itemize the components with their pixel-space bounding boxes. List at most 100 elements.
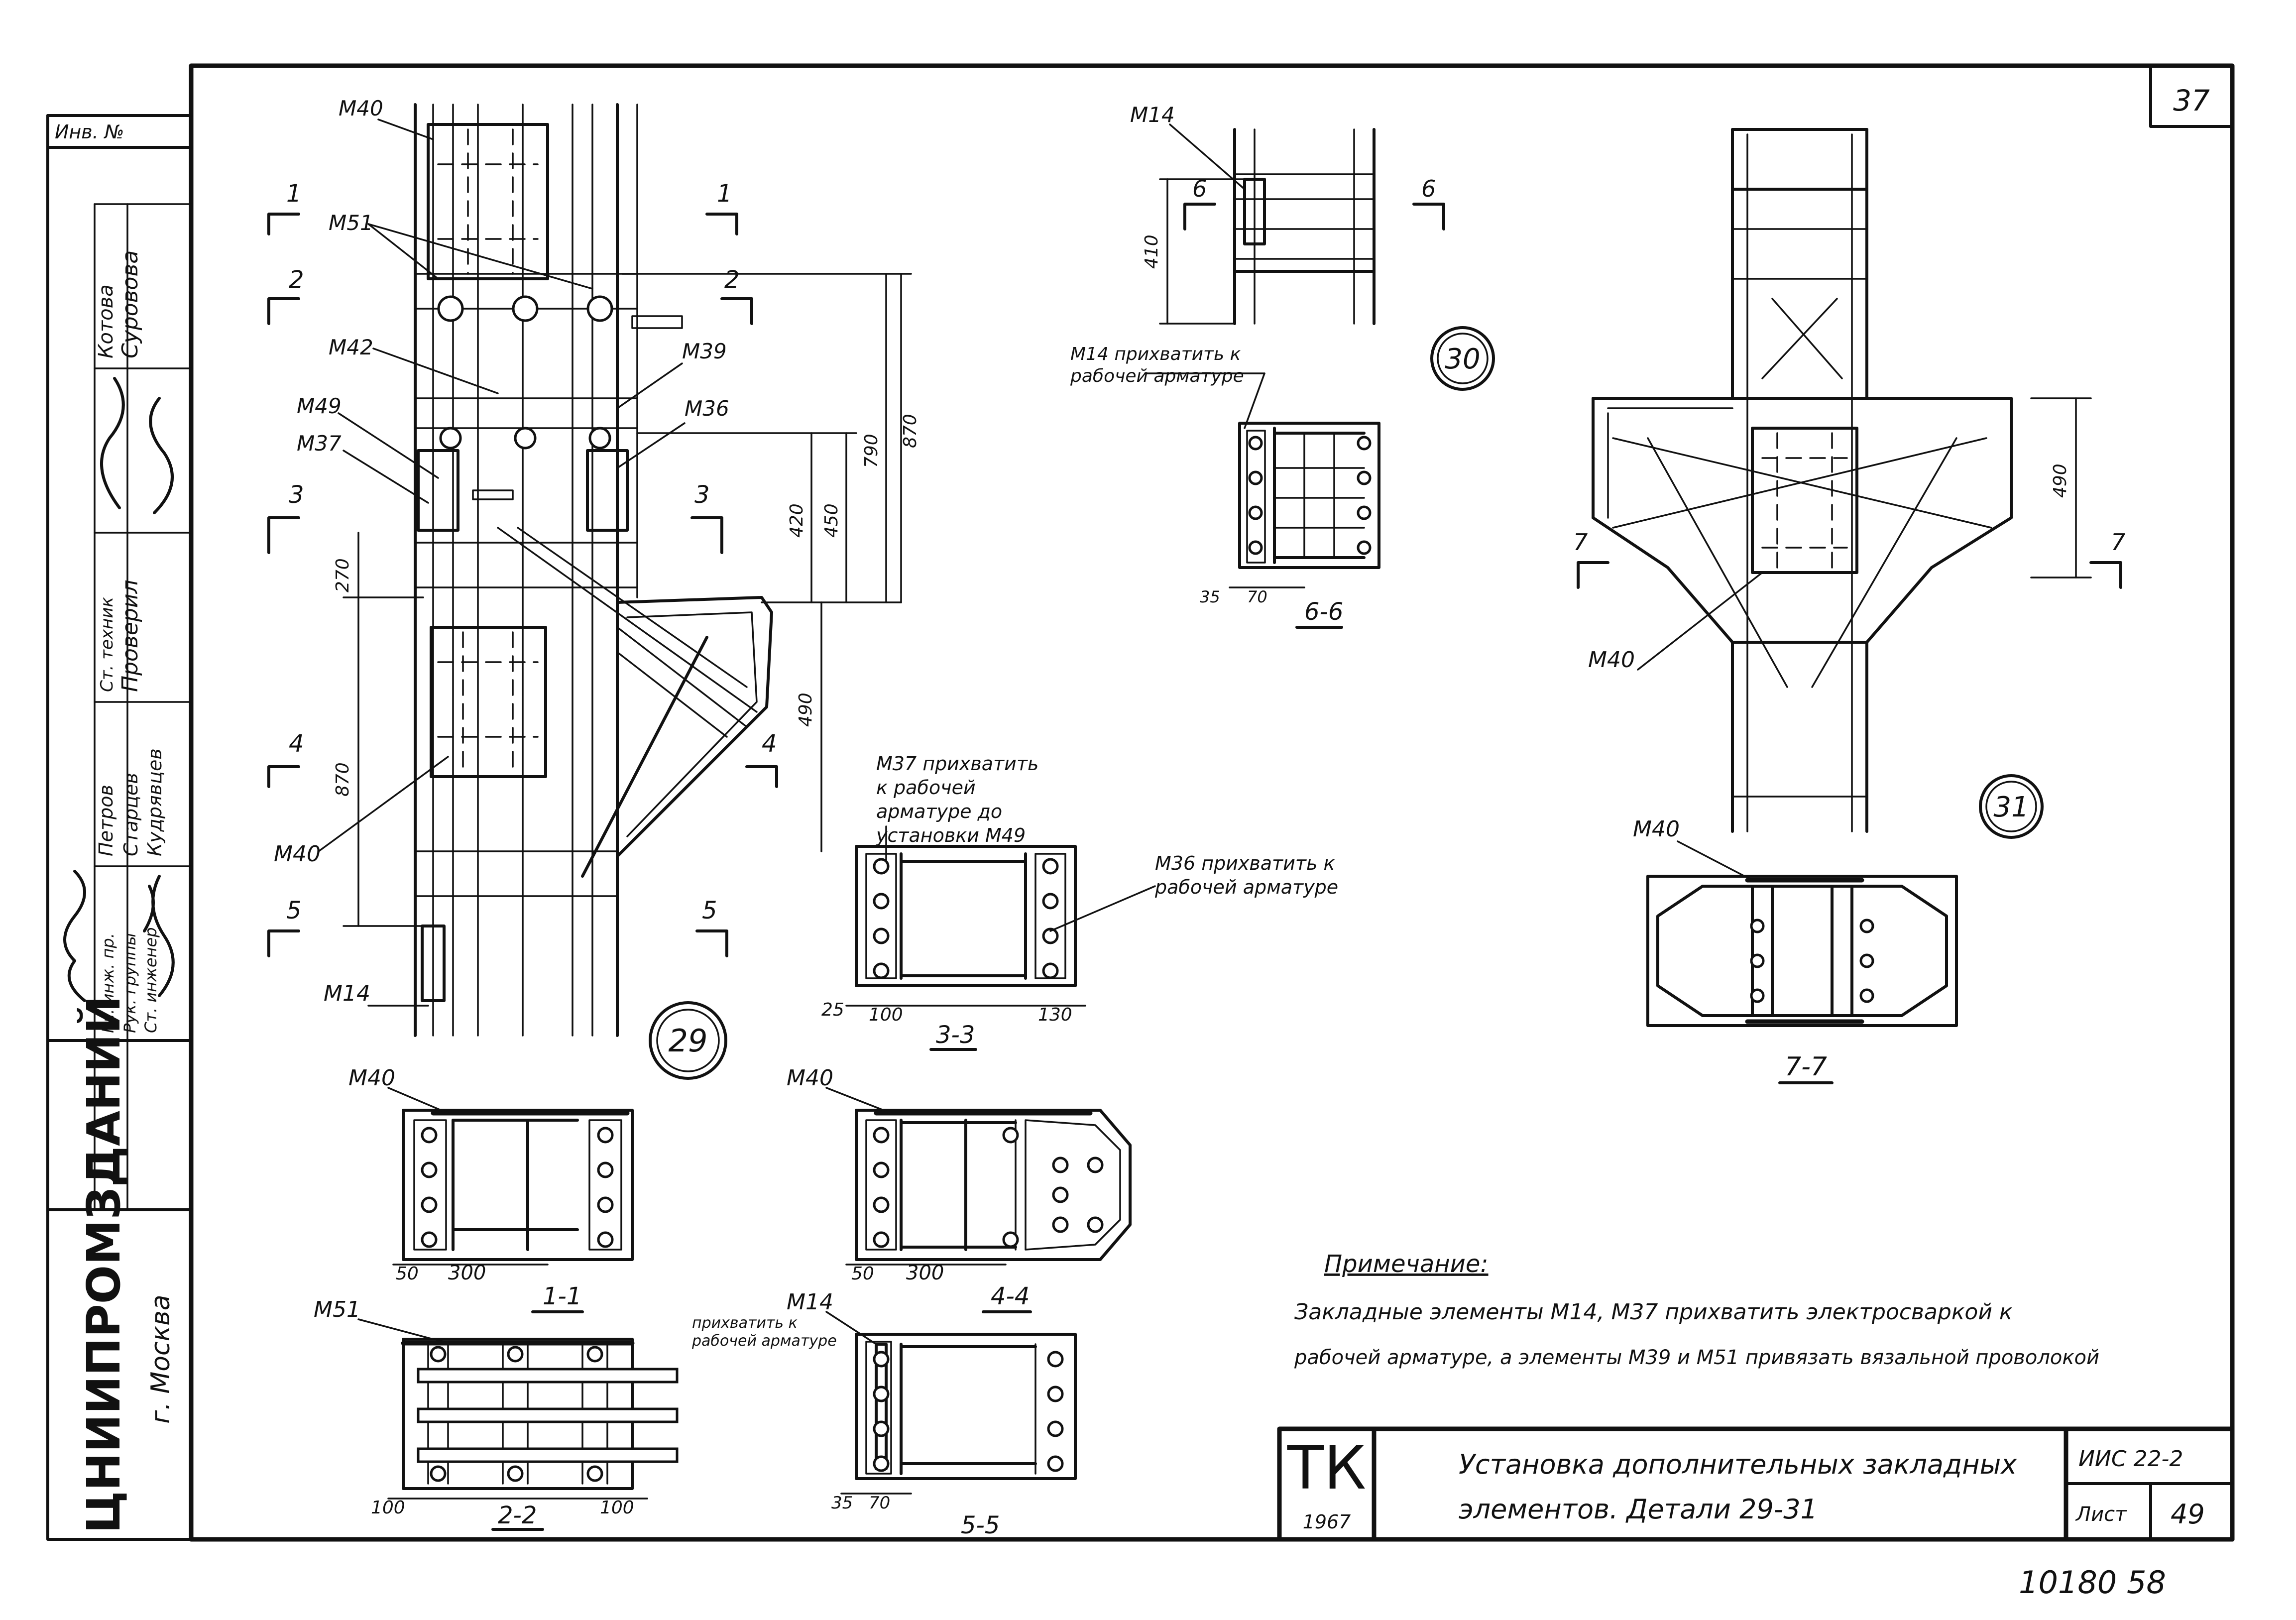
stamp-row-4-name: Проверил	[117, 579, 143, 692]
section-6-6-dim-2: 70	[1247, 587, 1267, 606]
note-line-1: Закладные элементы М14, М37 прихватить э…	[1294, 1299, 2013, 1325]
detail-29-id: 29	[669, 1023, 708, 1059]
stamp-row-5-name: Суровова	[117, 250, 143, 358]
sheet-label: Лист	[2075, 1503, 2127, 1526]
detail-31-id: 31	[1993, 791, 2029, 823]
section-7-7: М40 7-7	[1633, 816, 1958, 1084]
section-mark-3: 3 3	[267, 481, 723, 554]
section-1-1-label: М40	[348, 1065, 395, 1091]
svg-text:3: 3	[694, 481, 710, 509]
section-4-4: М40 50 300 4-4	[787, 1065, 1132, 1313]
section-2-2-dim-2: 100	[600, 1498, 634, 1518]
stamp-row-5: Котова	[95, 284, 117, 358]
section-5-5-label: М14	[787, 1289, 833, 1315]
section-3-3-title: 3-3	[936, 1021, 975, 1049]
section-6-6-dim-1: 35	[1200, 587, 1220, 606]
section-5-5: М14 прихватить к рабочей арматуре 35 70 …	[692, 1289, 1077, 1541]
detail-31: М40 490 7 7 31	[1573, 128, 2125, 839]
footer-number: 10180 58	[2019, 1564, 2166, 1601]
detail-31-dim: 490	[2050, 463, 2070, 498]
section-2-2-dim-1: 100	[371, 1498, 405, 1518]
svg-text:4: 4	[762, 730, 777, 758]
label-m37: М37	[297, 431, 342, 456]
section-3-3-dim-1: 25	[821, 1000, 844, 1020]
section-mark-4: 4 4	[267, 730, 778, 788]
label-m42: М42	[329, 335, 373, 359]
svg-text:2: 2	[724, 266, 740, 294]
label-m36: М36	[685, 396, 729, 421]
detail-31-label: М40	[1588, 647, 1635, 673]
svg-text:2: 2	[289, 266, 304, 294]
section-5-5-dim-2: 70	[869, 1493, 890, 1513]
section-5-5-title: 5-5	[961, 1511, 1000, 1539]
section-3-3-dim-2: 100	[869, 1005, 903, 1025]
section-5-5-dim-1: 35	[831, 1493, 853, 1513]
stamp-row-3: Ст. инженер	[141, 927, 160, 1033]
section-1-1: М40 50 300 1-1	[348, 1065, 634, 1313]
section-mark-7-right: 7	[2111, 529, 2125, 556]
section-4-4-dim-1: 50	[851, 1264, 874, 1284]
detail-30-label: М14	[1130, 103, 1175, 127]
dim-420: 420	[787, 503, 807, 538]
svg-text:4: 4	[289, 730, 304, 758]
section-mark-2: 2 2	[267, 266, 753, 325]
page-number: 37	[2173, 84, 2210, 117]
section-1-1-title: 1-1	[543, 1282, 581, 1310]
detail-30: М14 410 6 6 М14 прихватить к рабочей арм…	[1070, 103, 1495, 429]
stamp-row-6-name: Старцев	[120, 773, 142, 856]
dim-270: 270	[333, 558, 353, 592]
section-6-6-title: 6-6	[1304, 598, 1343, 626]
detail-30-id: 30	[1445, 343, 1480, 375]
title-line-1: Установка дополнительных закладных	[1459, 1449, 2017, 1480]
title-line-2: элементов. Детали 29-31	[1459, 1494, 1818, 1525]
svg-text:3: 3	[289, 481, 304, 509]
section-3-3-dim-3: 130	[1038, 1005, 1072, 1025]
series-mark: ТК	[1287, 1434, 1367, 1503]
section-mark-6-left: 6	[1192, 175, 1207, 202]
stamp-row-7-name: Кудрявцев	[144, 748, 166, 856]
note-heading: Примечание:	[1324, 1250, 1489, 1278]
section-7-7-title: 7-7	[1785, 1052, 1827, 1082]
section-mark-5: 5 5	[267, 897, 728, 957]
svg-text:1: 1	[286, 180, 302, 208]
section-1-1-dim-1: 50	[396, 1264, 419, 1284]
label-m14: М14	[324, 981, 370, 1006]
org-name: ЦНИИПРОМЗДАНИЙ	[77, 996, 130, 1533]
section-4-4-label: М40	[787, 1065, 833, 1091]
dim-790: 790	[861, 434, 882, 468]
stamp-row-4: Ст. техник	[97, 597, 117, 692]
callout-m37: М37 прихватить к рабочей арматуре до уст…	[876, 753, 1039, 846]
section-2-2: М51 100 100 2-2	[314, 1297, 679, 1531]
dim-870-right: 870	[900, 414, 920, 448]
inv-label: Инв. №	[55, 121, 124, 143]
dim-450: 450	[821, 503, 842, 538]
section-mark-6-right: 6	[1421, 175, 1436, 202]
section-4-4-title: 4-4	[991, 1282, 1030, 1310]
label-m49: М49	[297, 394, 342, 418]
section-5-5-callout: прихватить к рабочей арматуре	[692, 1314, 837, 1350]
detail-30-callout: М14 прихватить к рабочей арматуре	[1070, 344, 1244, 386]
section-3-3: М37 прихватить к рабочей арматуре до уст…	[821, 753, 1339, 1051]
section-2-2-label: М51	[314, 1297, 360, 1322]
org-city: г. Москва	[146, 1294, 176, 1424]
title-block: ТК 1967 Установка дополнительных закладн…	[1277, 1426, 2235, 1542]
series-year: 1967	[1303, 1511, 1351, 1533]
callout-m36: М36 прихватить к рабочей арматуре	[1155, 852, 1339, 898]
section-mark-1: 1 1	[267, 180, 738, 235]
signature-scribble	[63, 377, 175, 1002]
left-stamp: Инв. № Гл. инж. пр. Рук. группы Ст. инже…	[46, 114, 193, 1541]
dim-490: 490	[796, 693, 816, 727]
dim-870-left: 870	[333, 762, 353, 797]
detail-29: М40 М51 М42 М39 М49 М37 М36 М40 М14 270 …	[267, 96, 920, 1080]
stamp-row-2: Рук. группы	[120, 933, 139, 1033]
sheet-number: 49	[2171, 1499, 2205, 1530]
svg-text:5: 5	[702, 897, 717, 925]
svg-text:1: 1	[717, 180, 732, 208]
stamp-row-6: Петров	[95, 785, 117, 856]
label-m40-top: М40	[339, 96, 383, 120]
note-block: Примечание: Закладные элементы М14, М37 …	[1294, 1250, 2099, 1369]
section-7-7-label: М40	[1633, 816, 1680, 842]
section-mark-7-left: 7	[1573, 529, 1588, 556]
label-m39: М39	[682, 339, 727, 363]
